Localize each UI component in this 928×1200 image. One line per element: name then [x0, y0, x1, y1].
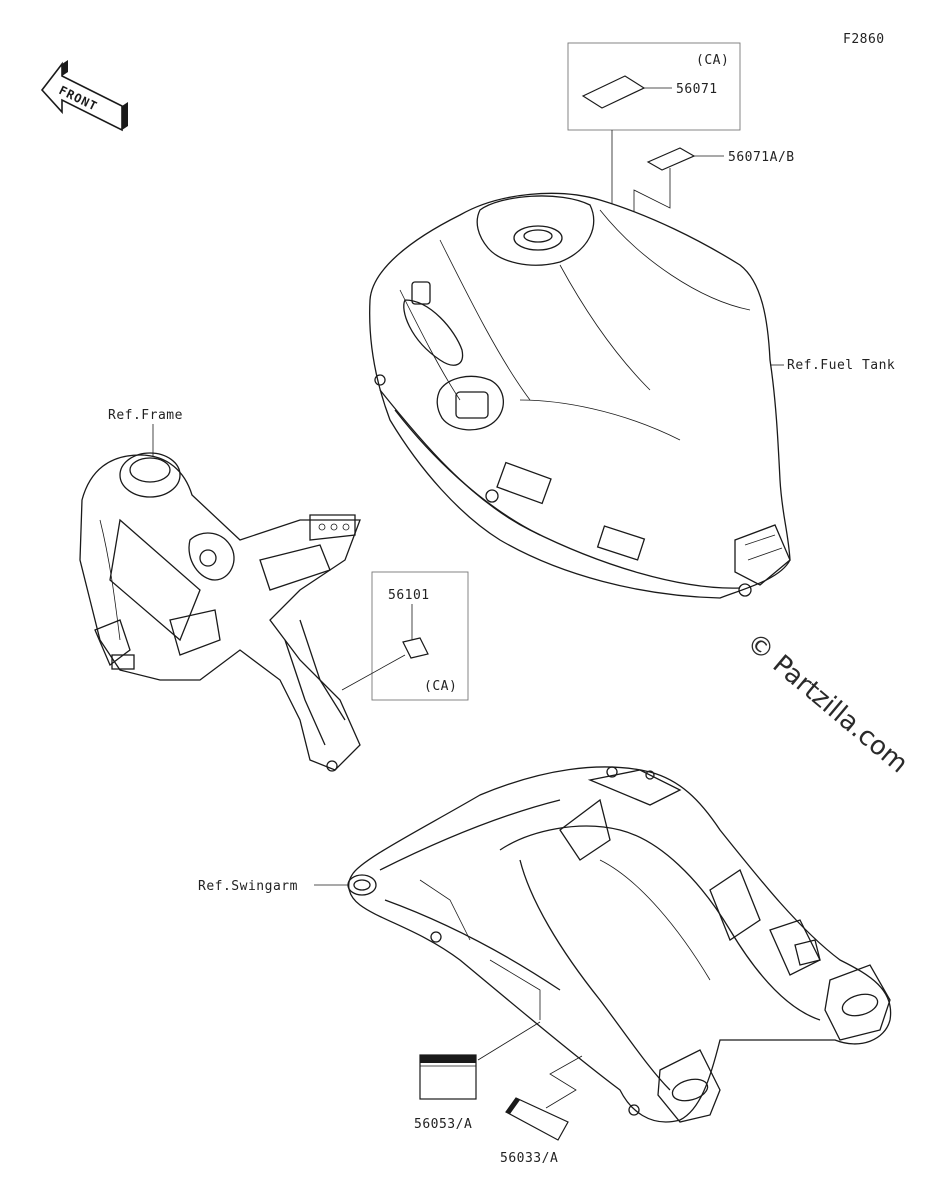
- ref-fuel-tank: Ref.Fuel Tank: [787, 358, 895, 373]
- decal-56033a-group: 56033/A: [500, 1055, 583, 1166]
- decal-56071ab-group: 56071A/B: [633, 147, 795, 298]
- decal-56071: [581, 75, 646, 109]
- callout-56053a: 56053/A: [414, 1117, 472, 1132]
- decal-56053a-group: 56053/A: [414, 1021, 541, 1132]
- callout-56101: 56101: [388, 588, 430, 603]
- frame: Ref.Frame: [79, 408, 361, 772]
- front-arrow-icon: FRONT: [40, 60, 128, 132]
- inset-box-mid: 56101 (CA): [341, 571, 469, 701]
- ref-frame: Ref.Frame: [108, 408, 183, 423]
- callout-56071: 56071: [676, 82, 718, 97]
- callout-56071ab: 56071A/B: [728, 150, 795, 165]
- inset-mid-region: (CA): [424, 679, 457, 694]
- ref-swingarm: Ref.Swingarm: [198, 879, 298, 894]
- swingarm: Ref.Swingarm: [198, 766, 892, 1123]
- inset-top-region: (CA): [696, 53, 729, 68]
- decal-56071ab: [646, 147, 696, 171]
- fuel-tank: Ref.Fuel Tank: [369, 192, 895, 599]
- decal-56101: [402, 637, 429, 659]
- figure-id: F2860: [843, 32, 885, 47]
- watermark: © Partzilla.com: [741, 627, 914, 779]
- callout-56033a: 56033/A: [500, 1151, 558, 1166]
